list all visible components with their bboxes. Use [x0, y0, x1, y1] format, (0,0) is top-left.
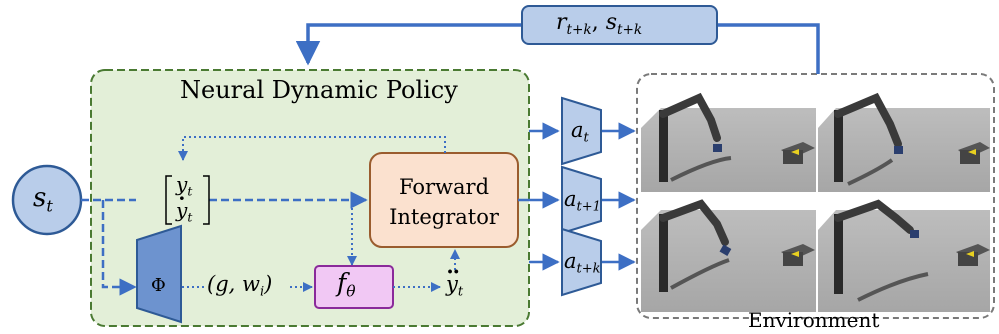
- basis-label: Φ: [151, 275, 166, 296]
- params-open: (g, w: [207, 272, 260, 296]
- state-label: st: [33, 183, 53, 216]
- action-label-2: at+1: [564, 187, 601, 215]
- vector-y-subscript: t: [187, 183, 193, 199]
- accel-label: yt: [446, 259, 464, 300]
- params-subscript: i: [259, 284, 265, 300]
- env-scene-2: [818, 80, 990, 192]
- reward-separator: ,: [591, 10, 606, 35]
- integrator-label: Forward Integrator: [370, 172, 518, 232]
- integrator-feedback-edge: [178, 136, 446, 161]
- action-node-2: [561, 165, 602, 235]
- state-to-basis-edge: [101, 200, 137, 296]
- vector-right-bracket: [203, 175, 210, 225]
- accel-subscript: t: [457, 284, 464, 300]
- policy-title: Neural Dynamic Policy: [180, 76, 458, 104]
- action-symbol-3: a: [564, 249, 577, 273]
- environment-label: Environment: [748, 308, 880, 332]
- action-symbol-2: a: [564, 187, 577, 211]
- action-subscript-2: t+1: [576, 199, 601, 215]
- reward-r: r: [556, 10, 567, 35]
- feedback-line-return: [295, 23, 522, 66]
- env-scene-1: [641, 80, 816, 192]
- integrator-line-2: Integrator: [389, 205, 499, 229]
- vector-left-bracket: [165, 175, 172, 225]
- state-subscript: t: [46, 196, 53, 216]
- ftheta-subscript: θ: [346, 282, 356, 301]
- action-subscript-1: t: [583, 130, 589, 146]
- action-symbol-1: a: [571, 118, 584, 142]
- reward-label: rt+k, st+k: [556, 10, 642, 38]
- vector-ydot: yt: [176, 186, 193, 225]
- params-label: (g, wi): [207, 272, 272, 300]
- action-label-1: at: [571, 118, 589, 146]
- state-symbol: s: [33, 183, 47, 213]
- feedback-line: [717, 23, 820, 74]
- integrator-line-1: Forward: [398, 175, 490, 199]
- action-subscript-3: t+k: [576, 261, 601, 277]
- policy-block: [90, 69, 530, 327]
- vector-ydot-subscript: t: [187, 209, 193, 225]
- action-node-3: [561, 227, 602, 297]
- env-scene-3: [641, 199, 816, 312]
- params-close: ): [264, 272, 273, 296]
- ftheta-symbol: f: [337, 268, 347, 297]
- reward-s: s: [605, 10, 617, 35]
- reward-r-subscript: t+k: [566, 21, 592, 38]
- reward-s-subscript: t+k: [616, 21, 643, 38]
- vector-y: yt: [176, 172, 193, 199]
- env-scene-4: [818, 199, 990, 312]
- basis-node: [136, 224, 182, 324]
- reward-box: [521, 5, 718, 45]
- action-label-3: at+k: [564, 249, 601, 277]
- action-node-1: [561, 96, 602, 166]
- ftheta-label: fθ: [337, 268, 356, 300]
